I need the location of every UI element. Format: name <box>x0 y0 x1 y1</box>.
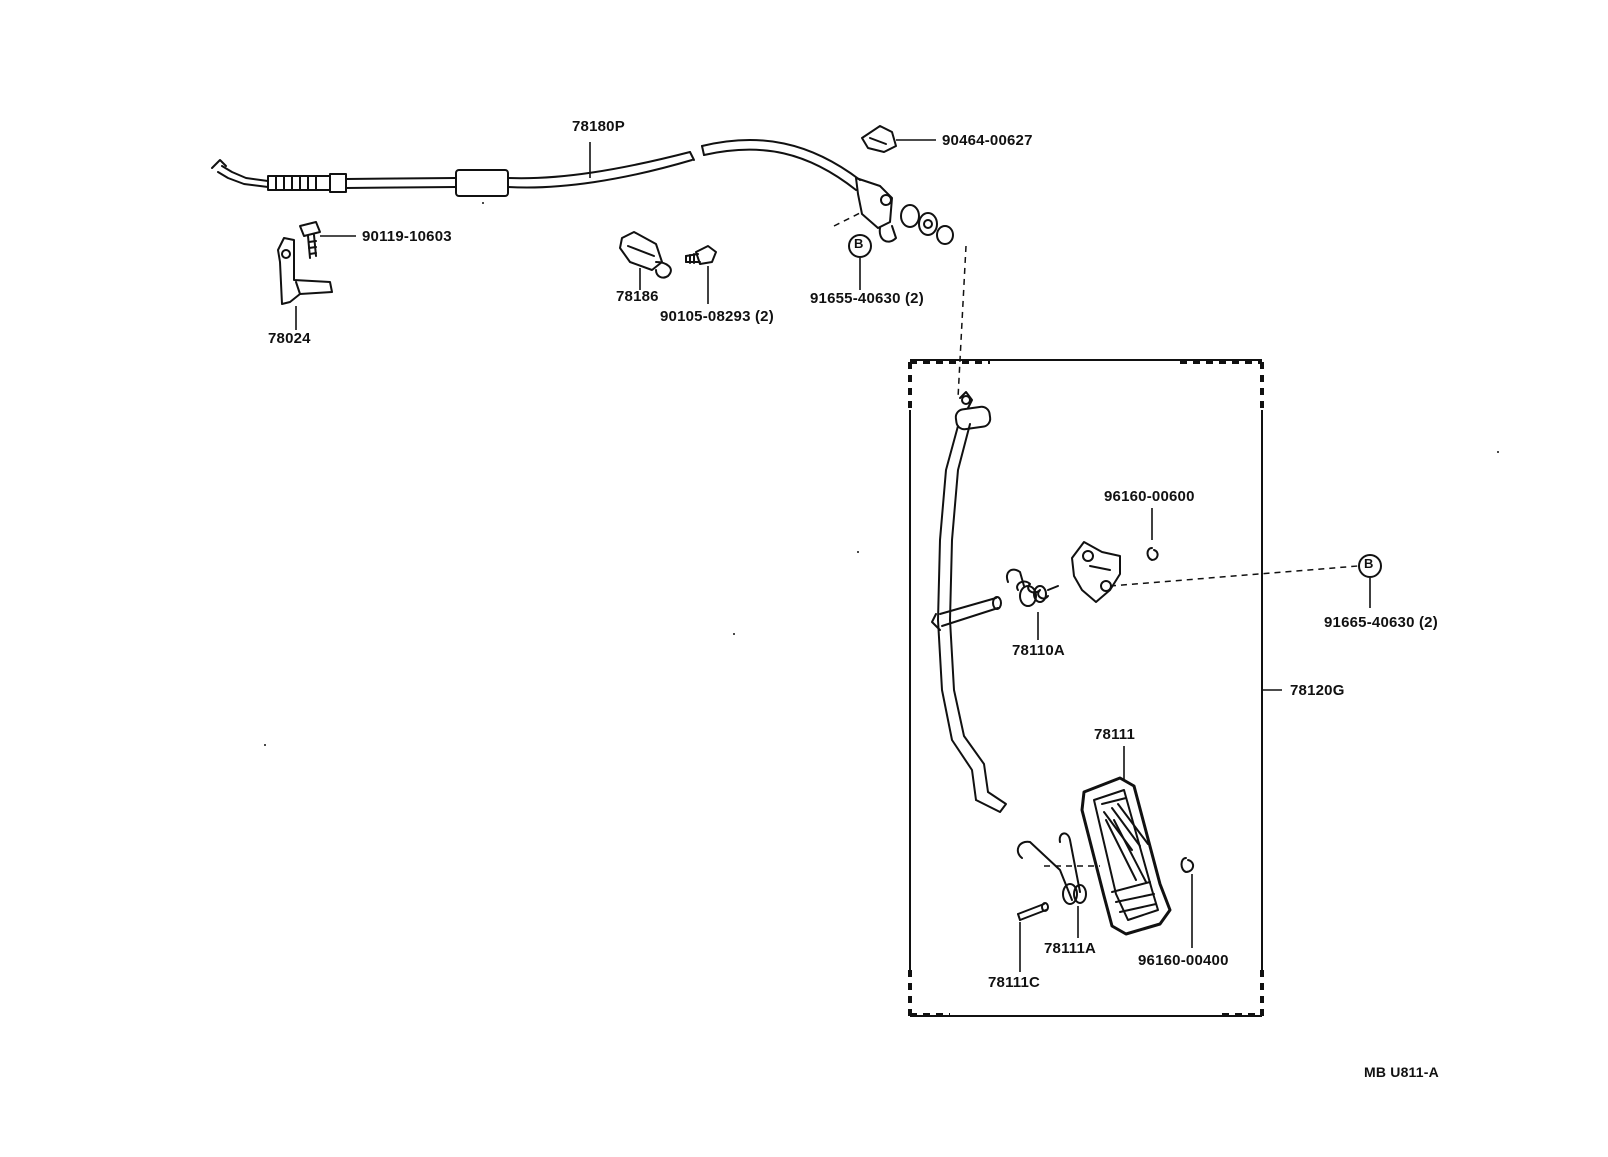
clamp-78186 <box>620 232 671 278</box>
label-78111: 78111 <box>1094 726 1136 743</box>
diagram-id: MB U811-A <box>1364 1064 1439 1080</box>
label-90105-08293: 90105-08293 (2) <box>660 308 774 325</box>
label-96160-00400: 96160-00400 <box>1138 952 1229 969</box>
label-91665-40630: 91665-40630 (2) <box>1324 614 1438 631</box>
label-78120G: 78120G <box>1290 682 1345 699</box>
label-78024: 78024 <box>268 330 311 347</box>
label-91655-40630: 91655-40630 (2) <box>810 290 924 307</box>
label-78186: 78186 <box>616 288 659 305</box>
label-90464-00627: 90464-00627 <box>942 132 1033 149</box>
pad-spring-78111A <box>1018 833 1086 904</box>
clip-96160-00400 <box>1182 858 1194 872</box>
return-spring-78110A <box>1007 570 1058 606</box>
bracket-78024 <box>278 238 332 304</box>
label-96160-00600: 96160-00600 <box>1104 488 1195 505</box>
label-78111A: 78111A <box>1044 940 1097 957</box>
label-78110A: 78110A <box>1012 642 1065 659</box>
ref-b-upper: B <box>854 236 864 251</box>
pedal-bracket <box>1072 542 1120 602</box>
bolt-90119-10603 <box>300 222 320 258</box>
label-78180P: 78180P <box>572 118 625 135</box>
pin-78111C <box>1018 903 1048 920</box>
accelerator-cable <box>212 140 953 244</box>
label-90119-10603: 90119-10603 <box>362 228 452 245</box>
pedal-assembly-frame <box>910 360 1262 1016</box>
cable-clamp-90464 <box>862 126 896 152</box>
pedal-pad-78111 <box>1082 778 1170 934</box>
label-78111C: 78111C <box>988 974 1041 991</box>
ref-b-right: B <box>1364 556 1374 571</box>
bolt-90105-08293 <box>686 246 716 264</box>
clip-96160-00600 <box>1148 548 1158 560</box>
pedal-arm <box>932 392 1006 812</box>
